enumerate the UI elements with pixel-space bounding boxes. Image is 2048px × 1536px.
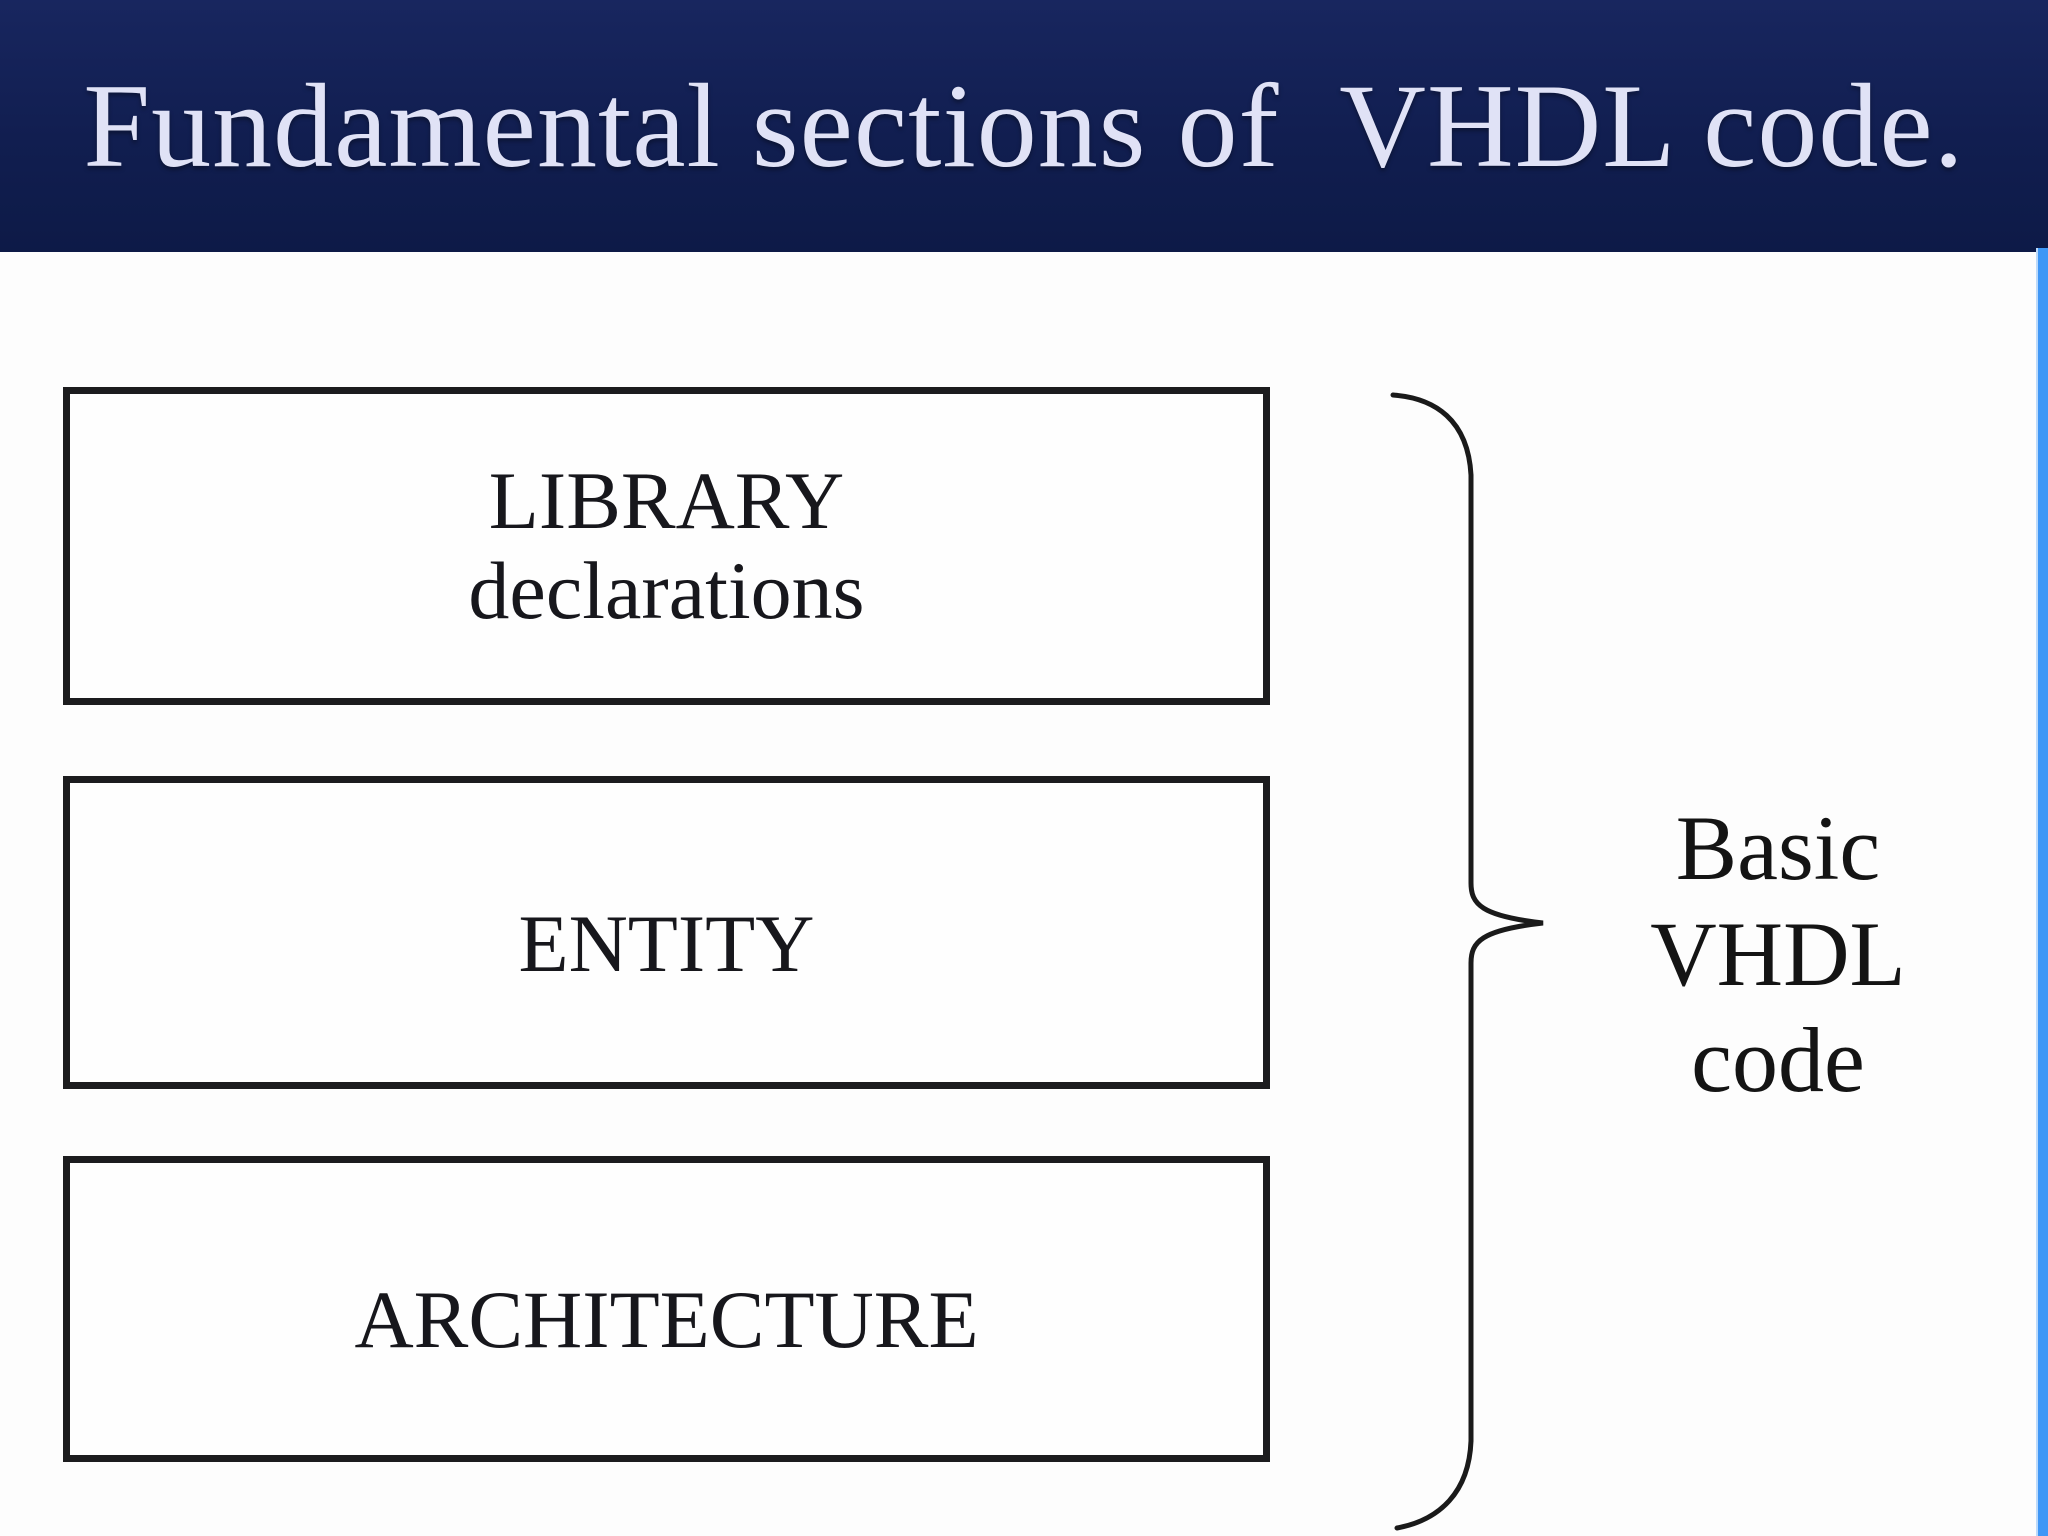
library-box-line2: declarations <box>468 545 865 636</box>
brace-label-line2: VHDL code <box>1650 902 1906 1111</box>
entity-box: ENTITY <box>63 776 1270 1089</box>
slide-title: Fundamental sections of VHDL code. <box>83 59 1965 192</box>
scrollbar-strip[interactable] <box>2036 248 2048 1536</box>
library-declarations-box: LIBRARY declarations <box>63 387 1270 705</box>
architecture-box-label: ARCHITECTURE <box>354 1273 979 1365</box>
library-box-line1: LIBRARY <box>488 454 845 546</box>
curly-brace-path <box>1390 392 1544 1531</box>
brace-label: Basic VHDL code <box>1558 796 1998 1113</box>
architecture-box: ARCHITECTURE <box>63 1156 1270 1462</box>
entity-box-label: ENTITY <box>518 898 815 990</box>
slide-header: Fundamental sections of VHDL code. <box>0 0 2048 252</box>
brace-label-line1: Basic <box>1675 797 1881 899</box>
curly-brace <box>1390 392 1544 1531</box>
